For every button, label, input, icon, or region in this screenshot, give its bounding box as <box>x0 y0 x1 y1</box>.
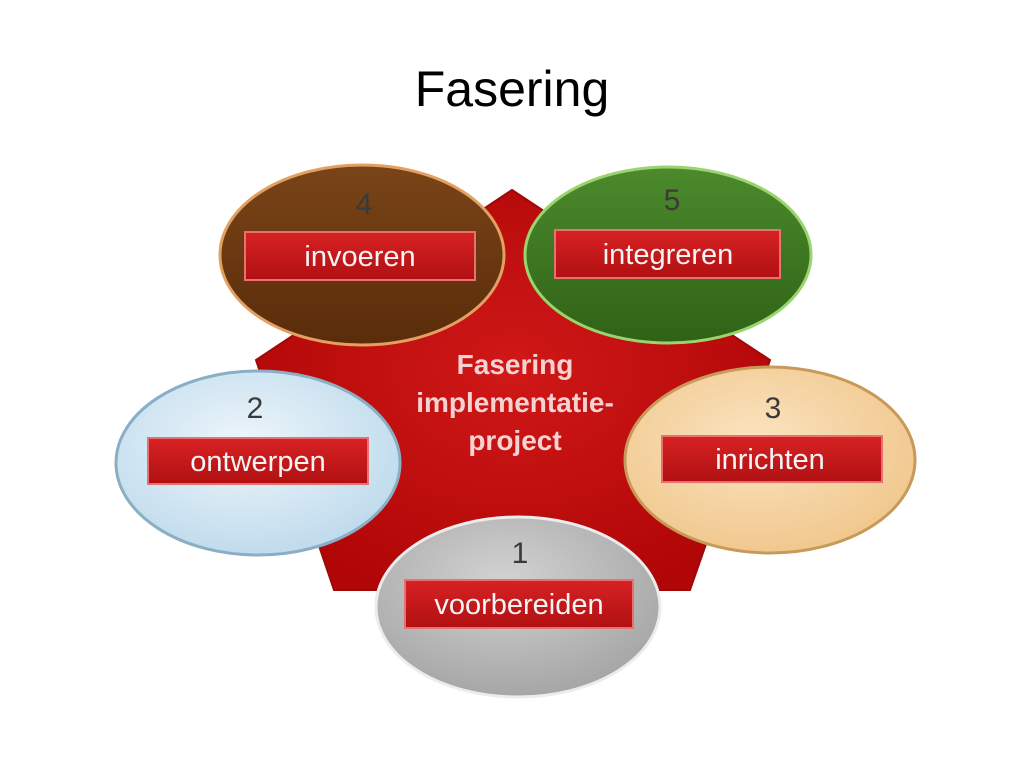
phase-1-label-bar <box>404 579 634 629</box>
center-label-line3: project <box>468 425 561 456</box>
phase-1: 1 voorbereiden <box>374 515 662 699</box>
phase-3: 3 inrichten <box>623 365 917 555</box>
phase-3-label-bar <box>661 435 883 483</box>
phase-2-label-bar <box>147 437 369 485</box>
slide-title: Fasering <box>414 61 610 117</box>
phase-1-label: voorbereiden <box>434 589 603 621</box>
phase-5-number: 5 <box>664 184 681 217</box>
phase-4: 4 invoeren <box>218 163 506 347</box>
phase-5: 5 integreren <box>523 165 813 345</box>
center-label-line1: Fasering <box>457 349 574 380</box>
phase-2: 2 ontwerpen <box>114 369 402 557</box>
phase-4-label-bar <box>244 231 476 281</box>
phase-2-label: ontwerpen <box>190 446 325 478</box>
phase-3-label: inrichten <box>715 444 825 476</box>
phase-4-label: invoeren <box>304 241 415 273</box>
phase-1-number: 1 <box>512 537 529 570</box>
phase-4-number: 4 <box>356 188 373 221</box>
phase-5-label-bar <box>554 229 781 279</box>
center-label-line2: implementatie- <box>416 387 614 418</box>
phase-5-label: integreren <box>603 239 734 271</box>
phase-3-number: 3 <box>765 392 782 425</box>
phase-2-number: 2 <box>247 392 264 425</box>
